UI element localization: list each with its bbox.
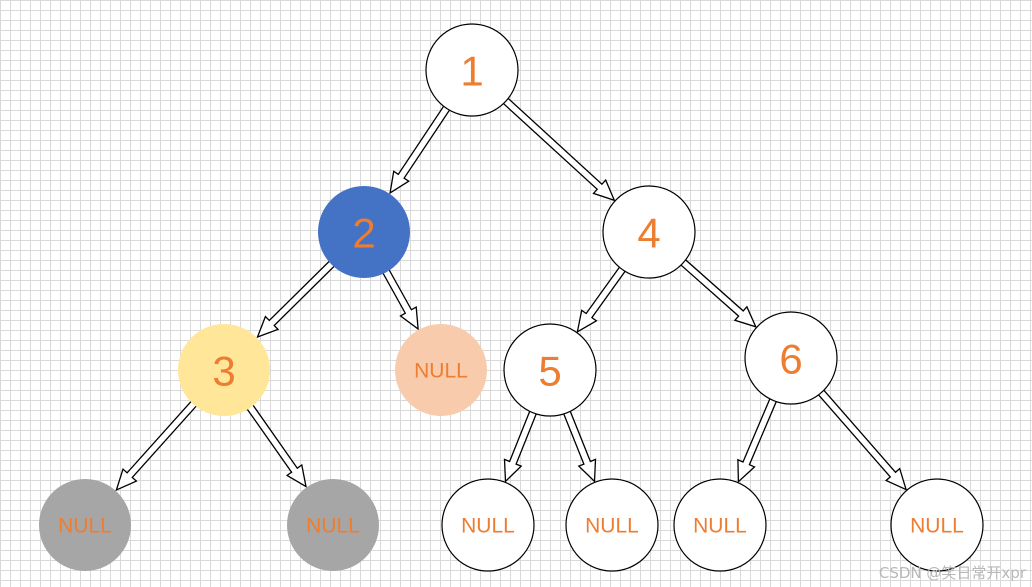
- edge-arrow-n3-n3r: [245, 403, 307, 488]
- tree-node-n2r: NULL: [395, 324, 487, 416]
- tree-node-n3l: NULL: [39, 479, 131, 571]
- tree-node-n6r: NULL: [890, 478, 984, 572]
- node-label: NULL: [461, 515, 515, 538]
- node-circle: [425, 23, 519, 117]
- node-label: NULL: [58, 515, 112, 538]
- edge-arrow-n2-n2r: [381, 267, 419, 331]
- node-circle: [602, 185, 696, 279]
- node-circle: [673, 478, 767, 572]
- edge-arrow-n3-n3l: [115, 399, 199, 492]
- edge-arrow-n4-n5: [576, 264, 628, 334]
- edge-arrow-n2-n3: [256, 259, 337, 339]
- tree-node-n4: 4: [602, 185, 696, 279]
- node-label: 1: [460, 48, 483, 95]
- tree-node-n2: 2: [318, 186, 410, 278]
- tree-node-n6: 6: [744, 311, 838, 405]
- node-circle: [744, 311, 838, 405]
- edge-arrow-n1-n4: [501, 96, 616, 202]
- node-circle: [441, 478, 535, 572]
- node-label: NULL: [693, 515, 747, 538]
- edge-arrow-n1-n2: [389, 103, 452, 195]
- node-label: 3: [212, 348, 235, 395]
- tree-edges: [115, 96, 908, 492]
- node-label: NULL: [585, 515, 639, 538]
- node-label: 4: [637, 210, 660, 257]
- node-circle: [178, 324, 270, 416]
- tree-node-n5: 5: [503, 323, 597, 417]
- tree-node-n5l: NULL: [441, 478, 535, 572]
- node-label: 6: [779, 336, 802, 383]
- edge-arrow-n5-n5r: [562, 408, 597, 483]
- edge-arrow-n6-n6l: [737, 396, 778, 484]
- tree-node-n3: 3: [178, 324, 270, 416]
- node-label: NULL: [910, 515, 964, 538]
- tree-node-n3r: NULL: [287, 479, 379, 571]
- edge-arrow-n5-n5l: [503, 408, 538, 483]
- node-label: NULL: [414, 360, 468, 383]
- edge-arrow-n6-n6r: [816, 387, 908, 491]
- node-label: NULL: [306, 515, 360, 538]
- node-label: 5: [538, 348, 561, 395]
- node-circle: [503, 323, 597, 417]
- edge-arrow-n4-n6: [678, 257, 757, 328]
- tree-node-n6l: NULL: [673, 478, 767, 572]
- node-circle: [565, 478, 659, 572]
- node-label: 2: [352, 210, 375, 257]
- node-circle: [318, 186, 410, 278]
- tree-node-n1: 1: [425, 23, 519, 117]
- watermark-text: CSDN @笑日常开xpr: [878, 564, 1026, 582]
- node-circle: [39, 479, 131, 571]
- node-circle: [395, 324, 487, 416]
- node-circle: [287, 479, 379, 571]
- tree-node-n5r: NULL: [565, 478, 659, 572]
- node-circle: [890, 478, 984, 572]
